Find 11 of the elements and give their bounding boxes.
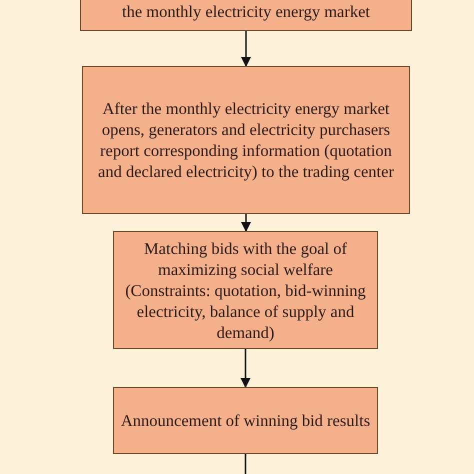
process-box [113, 231, 378, 349]
arrow [240, 349, 250, 388]
connector-line [244, 454, 246, 474]
process-box [113, 387, 378, 454]
step-text: Announcement of winning bid results [120, 410, 370, 431]
step-text: After the monthly electricity energy market opens, generators and electricity purchasers report corresponding information (quotation and declared electricity) to the trading center [97, 98, 395, 182]
arrow [241, 214, 251, 232]
process-box [82, 66, 410, 214]
step-text: the monthly electricity energy market [122, 1, 370, 22]
step-text: Matching bids with the goal of maximizing social welfare (Constraints: quotation, bid-winning electricity, balance of supply and demand) [124, 238, 367, 342]
arrow [241, 31, 251, 67]
